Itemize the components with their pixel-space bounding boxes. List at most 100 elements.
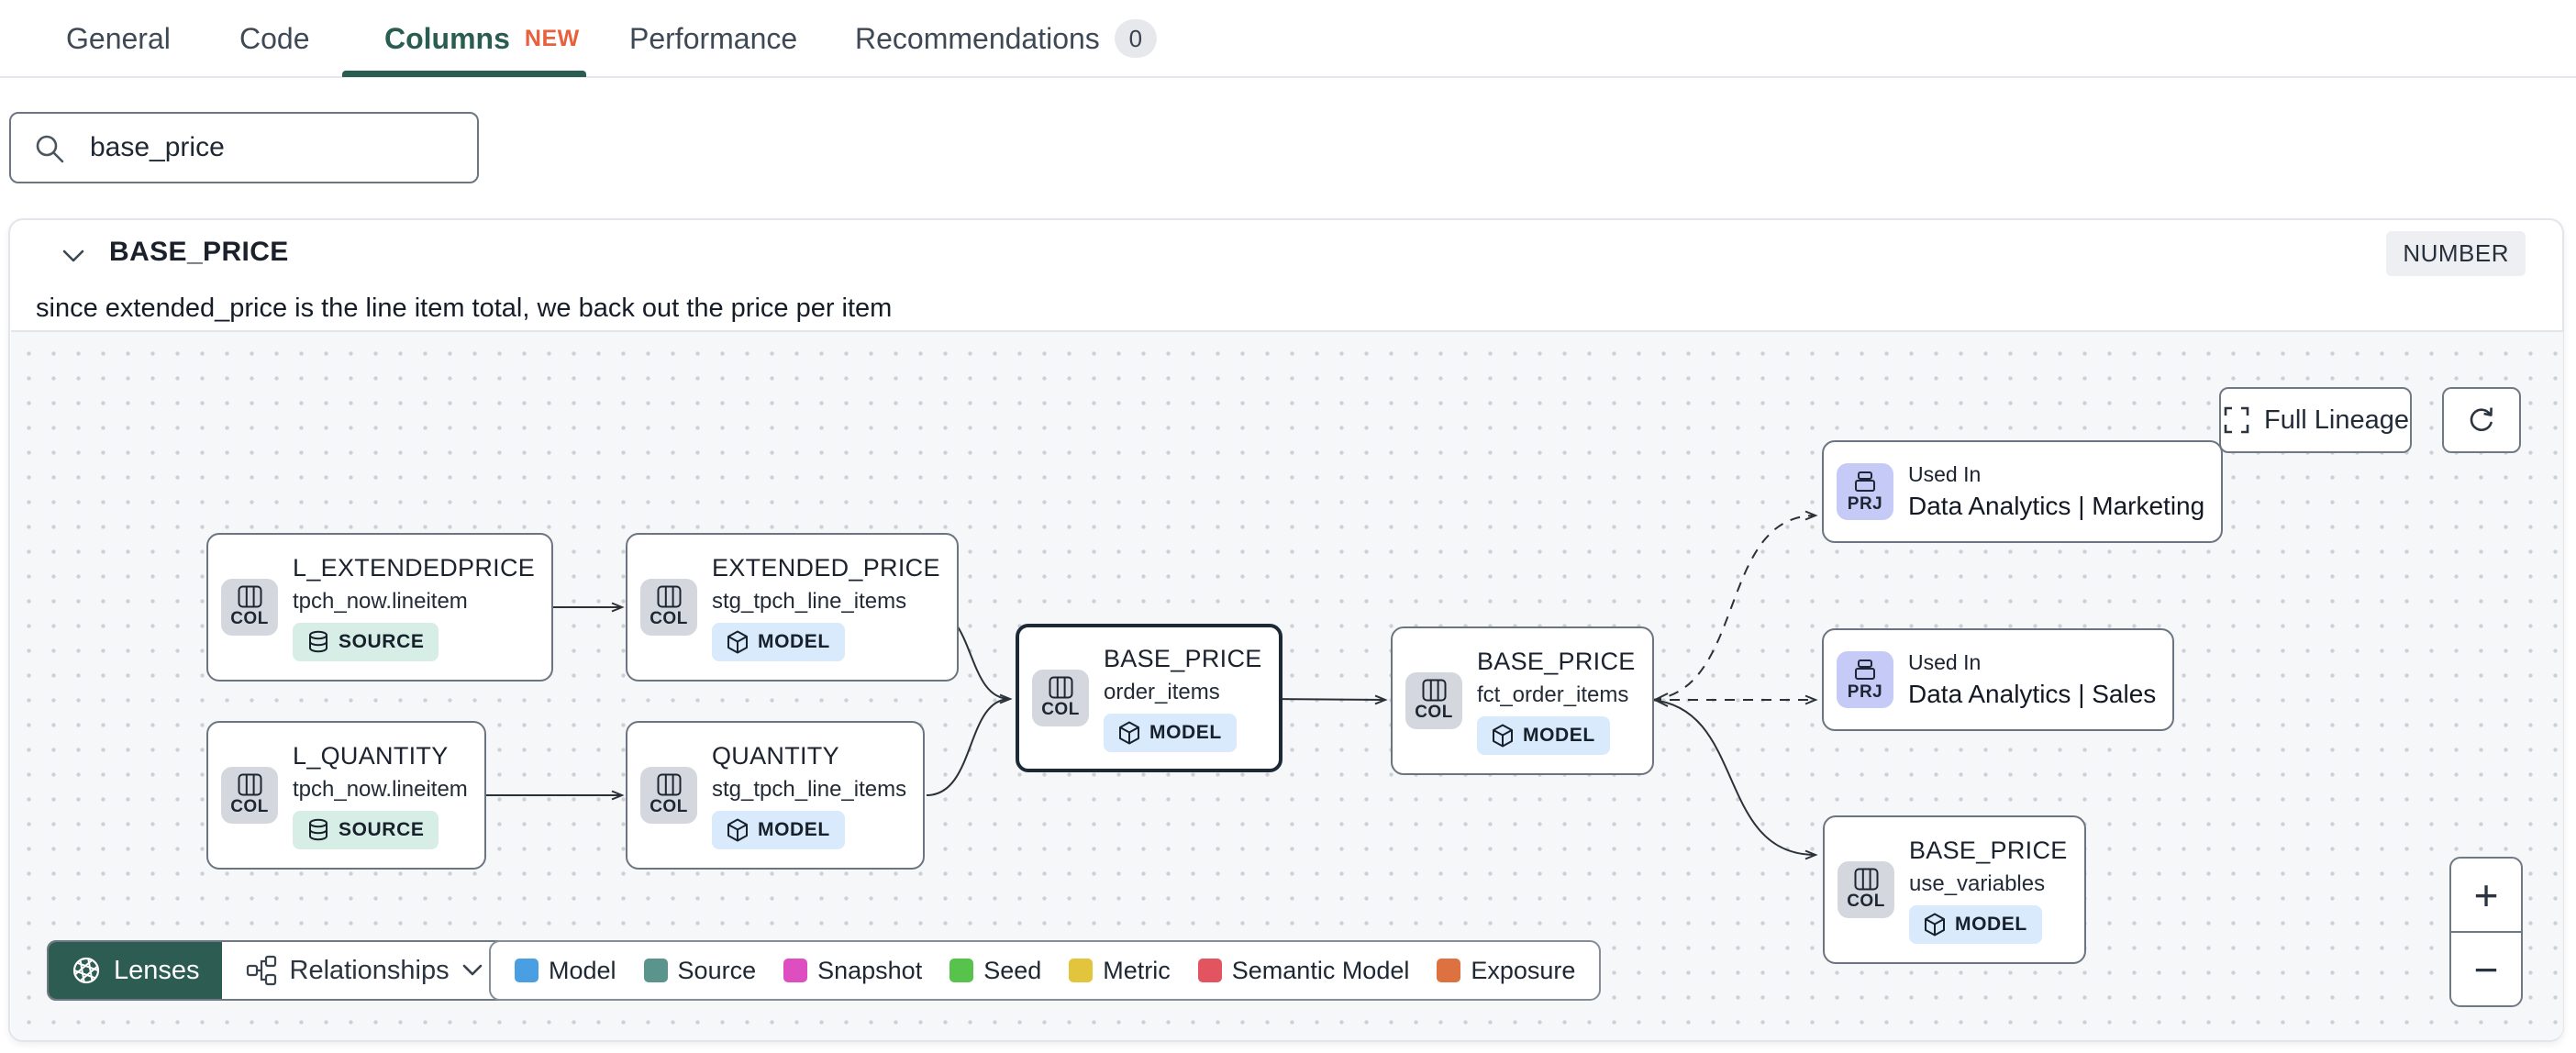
zoom-controls: + − [2449, 857, 2523, 1007]
iconbox-label: PRJ [1847, 493, 1883, 514]
tab-performance[interactable]: Performance [629, 0, 797, 77]
cube-icon [727, 818, 748, 841]
tab-columns-label: Columns [384, 21, 510, 55]
node-subtitle: fct_order_items [1477, 682, 1629, 707]
iconbox-label: PRJ [1847, 682, 1883, 702]
lenses-button[interactable]: Lenses [49, 942, 222, 999]
resource-type-badge: MODEL [712, 622, 845, 661]
new-badge: NEW [524, 25, 580, 51]
lenses-label: Lenses [114, 955, 200, 985]
lineage-node-base-price-fct-order-items[interactable]: COL BASE_PRICE fct_order_items MODEL [1391, 626, 1654, 775]
lenses-control-group: Lenses Relationships [47, 940, 508, 1001]
node-text: EXTENDED_PRICE stg_tpch_line_items MODEL [712, 538, 940, 678]
archive-icon [1855, 659, 1875, 680]
iconbox-label: COL [650, 797, 688, 816]
lineage-node-used-in-marketing[interactable]: PRJ Used In Data Analytics | Marketing [1822, 440, 2224, 543]
columns-icon [1049, 676, 1072, 699]
tab-columns[interactable]: Columns NEW [384, 0, 580, 77]
lineage-node-l-quantity[interactable]: COL L_QUANTITY tpch_now.lineitem SOURCE [206, 721, 486, 870]
node-text: BASE_PRICE use_variables MODEL [1909, 820, 2068, 960]
relationships-dropdown[interactable]: Relationships [221, 942, 506, 999]
column-iconbox: COL [221, 579, 278, 636]
cube-icon [1493, 724, 1513, 747]
legend-item-source: Source [643, 956, 757, 985]
badge-label: MODEL [758, 630, 830, 652]
node-title: L_EXTENDEDPRICE [293, 553, 536, 582]
lineage-node-base-price-order-items[interactable]: COL BASE_PRICE order_items MODEL [1016, 624, 1282, 772]
lineage-node-quantity[interactable]: COL QUANTITY stg_tpch_line_items MODEL [626, 721, 926, 870]
legend-item-seed: Seed [949, 957, 1041, 985]
refresh-button[interactable] [2442, 387, 2521, 453]
resource-type-badge: SOURCE [293, 810, 439, 849]
legend-label: Semantic Model [1231, 956, 1410, 984]
resource-type-badge: MODEL [712, 810, 845, 849]
tab-bar: General Code Columns NEW Performance Rec… [0, 0, 2576, 79]
database-icon [309, 630, 328, 652]
resource-type-badge: MODEL [1909, 904, 2042, 944]
chevron-down-icon [462, 964, 482, 976]
legend-item-metric: Metric [1069, 957, 1171, 985]
tab-general-label: General [66, 21, 171, 55]
column-card-header: BASE_PRICE NUMBER since extended_price i… [10, 220, 2562, 323]
node-text: QUANTITY stg_tpch_line_items MODEL [712, 726, 906, 866]
column-iconbox: COL [640, 767, 697, 824]
search-input[interactable] [9, 112, 479, 183]
recommendations-count-badge: 0 [1114, 19, 1157, 58]
resource-type-badge: SOURCE [293, 622, 439, 661]
legend-swatch-semantic-model [1197, 959, 1222, 982]
node-title: BASE_PRICE [1909, 836, 2068, 864]
node-subtitle: use_variables [1909, 870, 2046, 896]
column-iconbox: COL [221, 767, 278, 824]
node-title: EXTENDED_PRICE [712, 553, 940, 582]
iconbox-label: COL [230, 609, 269, 628]
used-in-label: Used In [1908, 650, 1982, 674]
lineage-node-l-extendedprice[interactable]: COL L_EXTENDEDPRICE tpch_now.lineitem SO… [206, 533, 554, 682]
badge-label: MODEL [1149, 721, 1222, 743]
columns-icon [238, 585, 261, 608]
database-icon [309, 818, 328, 840]
lineage-node-base-price-use-variables[interactable]: COL BASE_PRICE use_variables MODEL [1823, 815, 2086, 964]
badge-label: SOURCE [339, 630, 425, 652]
legend-item-semantic-model: Semantic Model [1197, 956, 1410, 985]
search-icon [36, 135, 64, 163]
node-title: BASE_PRICE [1477, 647, 1636, 675]
active-tab-underline [342, 71, 586, 77]
tab-performance-label: Performance [629, 21, 798, 55]
legend-swatch-exposure [1437, 959, 1461, 982]
node-subtitle: tpch_now.lineitem [293, 588, 468, 614]
node-text: Used In Data Analytics | Sales [1908, 634, 2156, 726]
tab-code[interactable]: Code [239, 0, 310, 77]
full-lineage-button[interactable]: Full Lineage [2219, 387, 2412, 453]
badge-label: MODEL [1523, 724, 1595, 746]
legend-label: Metric [1103, 956, 1171, 984]
zoom-in-button[interactable]: + [2451, 859, 2521, 933]
lineage-node-used-in-sales[interactable]: PRJ Used In Data Analytics | Sales [1822, 628, 2175, 731]
iconbox-label: COL [230, 797, 269, 816]
legend-swatch-seed [949, 959, 974, 982]
lineage-canvas[interactable]: COL L_EXTENDEDPRICE tpch_now.lineitem SO… [11, 330, 2563, 1040]
columns-icon [1422, 679, 1446, 702]
legend-swatch-metric [1069, 959, 1094, 982]
legend-swatch-snapshot [783, 959, 808, 982]
resource-type-badge: MODEL [1104, 713, 1237, 752]
iconbox-label: COL [1847, 892, 1885, 911]
iconbox-label: COL [650, 609, 688, 628]
node-title: Data Analytics | Marketing [1908, 492, 2205, 520]
column-iconbox: COL [1405, 672, 1462, 729]
legend-label: Snapshot [817, 956, 923, 984]
node-subtitle: stg_tpch_line_items [712, 776, 907, 802]
tab-recommendations[interactable]: Recommendations 0 [855, 0, 1157, 77]
collapse-chevron-icon[interactable] [58, 242, 89, 270]
project-iconbox: PRJ [1837, 463, 1893, 520]
column-iconbox: COL [640, 579, 697, 636]
relationships-label: Relationships [289, 955, 450, 985]
project-iconbox: PRJ [1837, 651, 1893, 708]
tab-general[interactable]: General [66, 0, 171, 77]
lineage-node-extended-price[interactable]: COL EXTENDED_PRICE stg_tpch_line_items M… [626, 533, 959, 682]
tab-code-label: Code [239, 21, 310, 55]
resource-legend: Model Source Snapshot Seed Metric [489, 940, 1602, 1001]
zoom-out-button[interactable]: − [2473, 945, 2499, 993]
refresh-icon [2470, 407, 2493, 431]
badge-label: MODEL [1955, 913, 2027, 935]
legend-label: Source [677, 956, 757, 984]
